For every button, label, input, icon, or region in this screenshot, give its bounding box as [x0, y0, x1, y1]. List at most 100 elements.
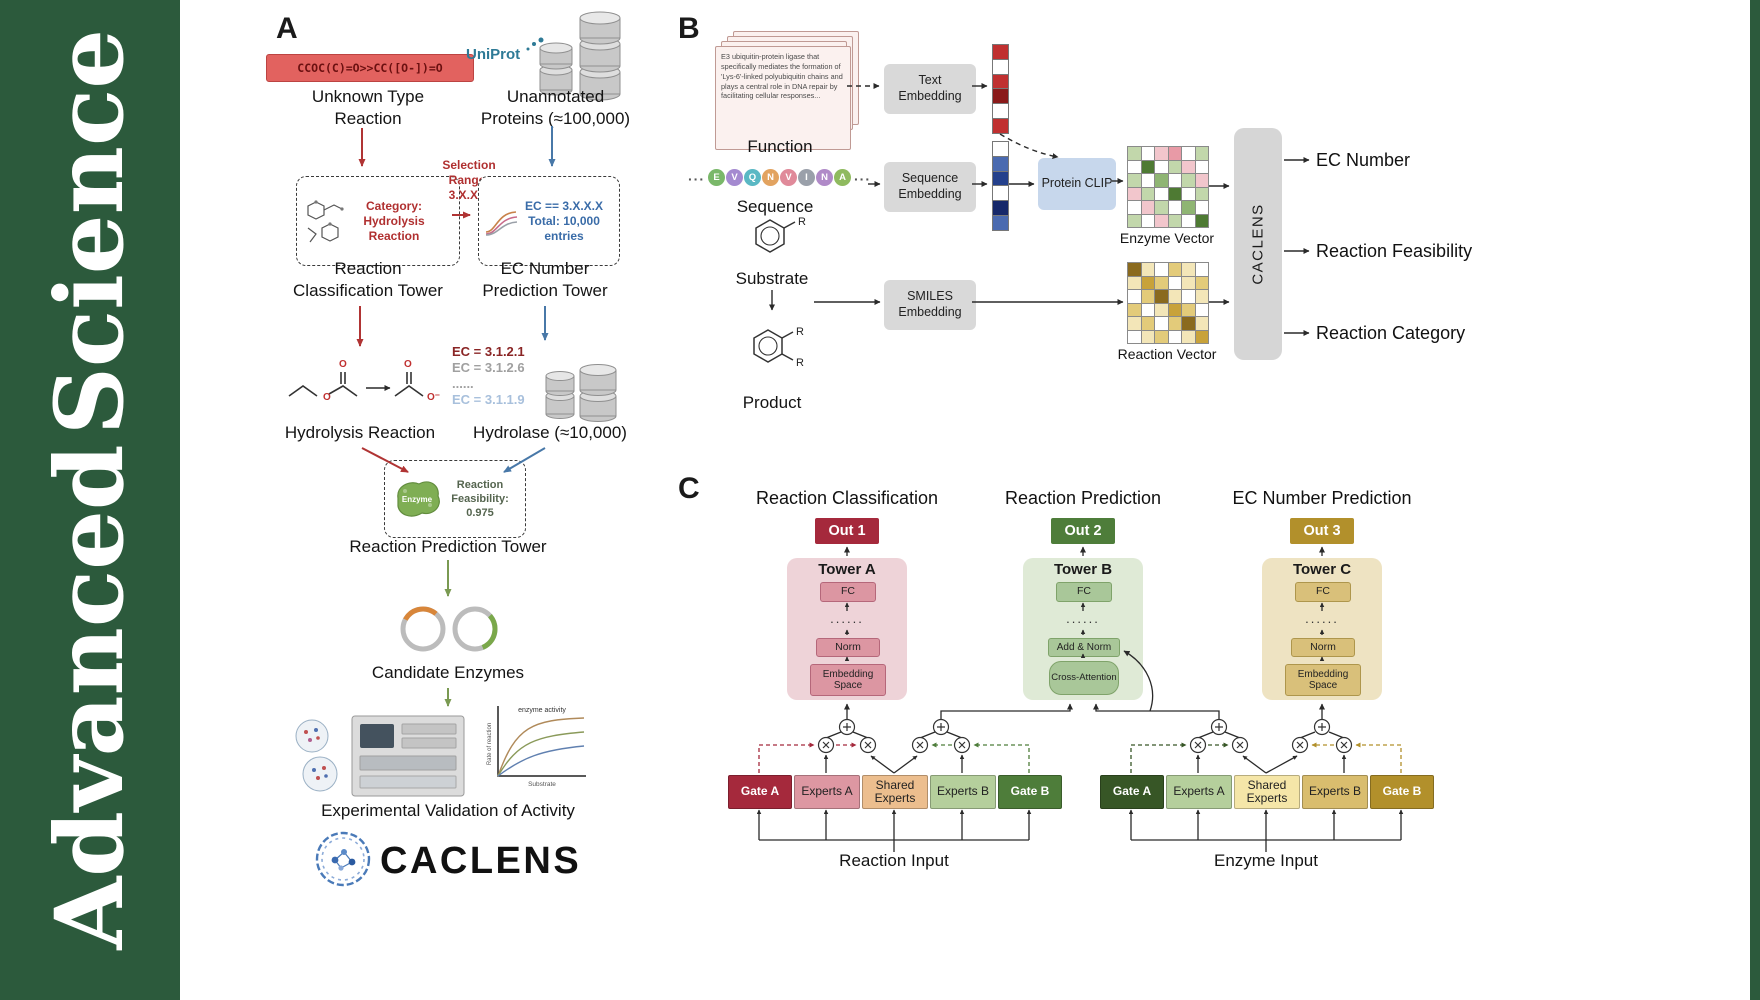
unannotated-proteins-label: Unannotated Proteins (≈100,000): [458, 86, 653, 130]
left-experts-b: Experts B: [930, 775, 996, 809]
curves-icon: [485, 211, 518, 236]
left-experts-a: Experts A: [794, 775, 860, 809]
amino-acid-circle: E: [708, 169, 725, 186]
tower-b-fc: FC: [1056, 582, 1112, 602]
output-reaction-category: Reaction Category: [1316, 323, 1466, 343]
validation-label: Experimental Validation of Activity: [321, 801, 575, 820]
enzyme-input-label: Enzyme Input: [1214, 851, 1318, 870]
journal-name-science: Science: [35, 28, 145, 436]
protein-clip-box: Protein CLIP: [1038, 158, 1116, 210]
molecule-sketch-icon: [307, 200, 344, 243]
ec-item-3: ......: [452, 375, 474, 391]
o-minus-label: O⁻: [427, 392, 440, 403]
sequence-ellipsis-left: ···: [688, 171, 705, 187]
hydrolysis-reaction-label: Hydrolysis Reaction: [284, 423, 436, 442]
ec-filter-text: EC == 3.X.X.X Total: 10,000 entries: [522, 199, 606, 244]
ec-filter-line2: Total: 10,000 entries: [528, 213, 600, 243]
unannotated-line2: Proteins (≈100,000): [480, 109, 631, 129]
out3-box: Out 3: [1290, 518, 1354, 544]
output-ec-number: EC Number: [1316, 150, 1411, 170]
tower-c-title: Tower C: [1292, 561, 1352, 578]
product-r1-label: R: [796, 326, 804, 338]
prediction-tower-label: Reaction Prediction Tower: [349, 537, 547, 556]
function-label: Function: [747, 137, 813, 156]
ec-item-4: EC = 3.1.1.9: [452, 391, 525, 407]
tower-a: Tower A FC ...... Norm Embedding Space: [787, 558, 907, 700]
ec-tower-line1: EC Number: [500, 259, 590, 278]
caclens-model-label: CACLENS: [1249, 203, 1267, 285]
tower-a-embedding: Embedding Space: [810, 664, 886, 696]
activity-plot: enzyme activity Rate of reaction Substra…: [487, 706, 586, 788]
tower-c: Tower C FC ...... Norm Embedding Space: [1262, 558, 1382, 700]
sequence-label: Sequence: [736, 197, 814, 216]
amino-acid-circle: V: [726, 169, 743, 186]
smiles-embedding-box: SMILES Embedding: [884, 280, 976, 330]
out1-box: Out 1: [815, 518, 879, 544]
sequence-ellipsis-right: ···: [854, 171, 871, 187]
tower-a-fc: FC: [820, 582, 876, 602]
classification-tower-line1: Reaction: [334, 259, 402, 278]
reaction-vector-label: Reaction Vector: [1117, 346, 1217, 362]
reaction-input-label: Reaction Input: [839, 851, 949, 870]
uniprot-logo: UniProt: [466, 46, 521, 63]
left-gate-b: Gate B: [998, 775, 1062, 809]
ec-filter-line1: EC == 3.X.X.X: [524, 198, 604, 213]
classification-result-box: Category: Hydrolysis Reaction: [296, 176, 460, 266]
enzyme-blob-icon: Enzyme: [397, 481, 440, 517]
ec-item-2: EC = 3.1.2.6: [452, 359, 525, 375]
feasibility-text: Reaction Feasibility: 0.975: [451, 478, 509, 520]
output-reaction-feasibility: Reaction Feasibility: [1316, 241, 1473, 261]
product-r2-label: R: [796, 357, 804, 369]
enzyme-vector-matrix: [1127, 146, 1209, 228]
ec-tower-label: EC Number Prediction Tower: [455, 258, 635, 302]
ec-candidate-list: EC = 3.1.2.1 EC = 3.1.2.6 ...... EC = 3.…: [452, 344, 548, 407]
amino-acid-circle: V: [780, 169, 797, 186]
left-gate-a: Gate A: [728, 775, 792, 809]
product-label: Product: [742, 393, 802, 412]
ester-o-label: O: [323, 392, 331, 403]
amino-acid-circle: N: [816, 169, 833, 186]
tower-c-norm: Norm: [1291, 638, 1355, 657]
tower-b-add-norm: Add & Norm: [1048, 638, 1120, 657]
plot-title: enzyme activity: [518, 707, 566, 714]
tower-a-norm: Norm: [816, 638, 880, 657]
panel-b-label: B: [678, 12, 700, 45]
header-reaction-prediction: Reaction Prediction: [1004, 488, 1162, 508]
header-reaction-classification: Reaction Classification: [755, 488, 939, 508]
reaction-vector-matrix: [1127, 262, 1209, 344]
classification-tower-line2: Classification Tower: [293, 281, 443, 301]
panel-a-label: A: [276, 12, 298, 45]
left-shared-experts: Shared Experts: [862, 775, 928, 809]
journal-name-advanced: Advanced: [35, 444, 145, 950]
ec-item-1: EC = 3.1.2.1: [452, 344, 525, 359]
tower-c-dots: ......: [1305, 611, 1339, 626]
journal-band: [0, 0, 180, 1000]
caclens-brand-text: CACLENS: [380, 840, 582, 882]
tower-b-dots: ......: [1066, 611, 1100, 626]
unknown-line1: Unknown Type: [311, 87, 425, 106]
unknown-reaction-label: Unknown Type Reaction: [283, 86, 453, 130]
plot-xlabel: Substrate: [528, 781, 556, 788]
ec-tower-line2: Prediction Tower: [482, 281, 608, 301]
candidate-enzymes-label: Candidate Enzymes: [371, 663, 525, 682]
tower-c-embedding: Embedding Space: [1285, 664, 1361, 696]
amino-acid-circle: I: [798, 169, 815, 186]
enzyme-blob-label: Enzyme: [402, 495, 433, 504]
ec-filter-box: EC == 3.X.X.X Total: 10,000 entries: [478, 176, 620, 266]
unannotated-line1: Unannotated: [506, 87, 605, 106]
out2-box: Out 2: [1051, 518, 1115, 544]
sum-node-icons: [838, 718, 1331, 736]
caclens-model-box: CACLENS: [1234, 128, 1282, 360]
product-molecule-icon: R R: [753, 326, 804, 369]
tower-b: Tower B FC ...... Add & Norm Cross-Atten…: [1023, 558, 1143, 700]
right-experts-a: Experts A: [1166, 775, 1232, 809]
lab-equipment-icon: [295, 715, 465, 797]
reaction-smiles-box: CCOC(C)=O>>CC([O-])=O: [266, 54, 474, 82]
hydrolase-label: Hydrolase (≈10,000): [473, 423, 627, 442]
carbonyl-o2-label: O: [404, 359, 412, 370]
text-embedding-box: Text Embedding: [884, 64, 976, 114]
uniprot-dots-icon: [526, 37, 544, 51]
amino-acid-circle: A: [834, 169, 851, 186]
substrate-molecule-icon: R: [755, 216, 806, 253]
